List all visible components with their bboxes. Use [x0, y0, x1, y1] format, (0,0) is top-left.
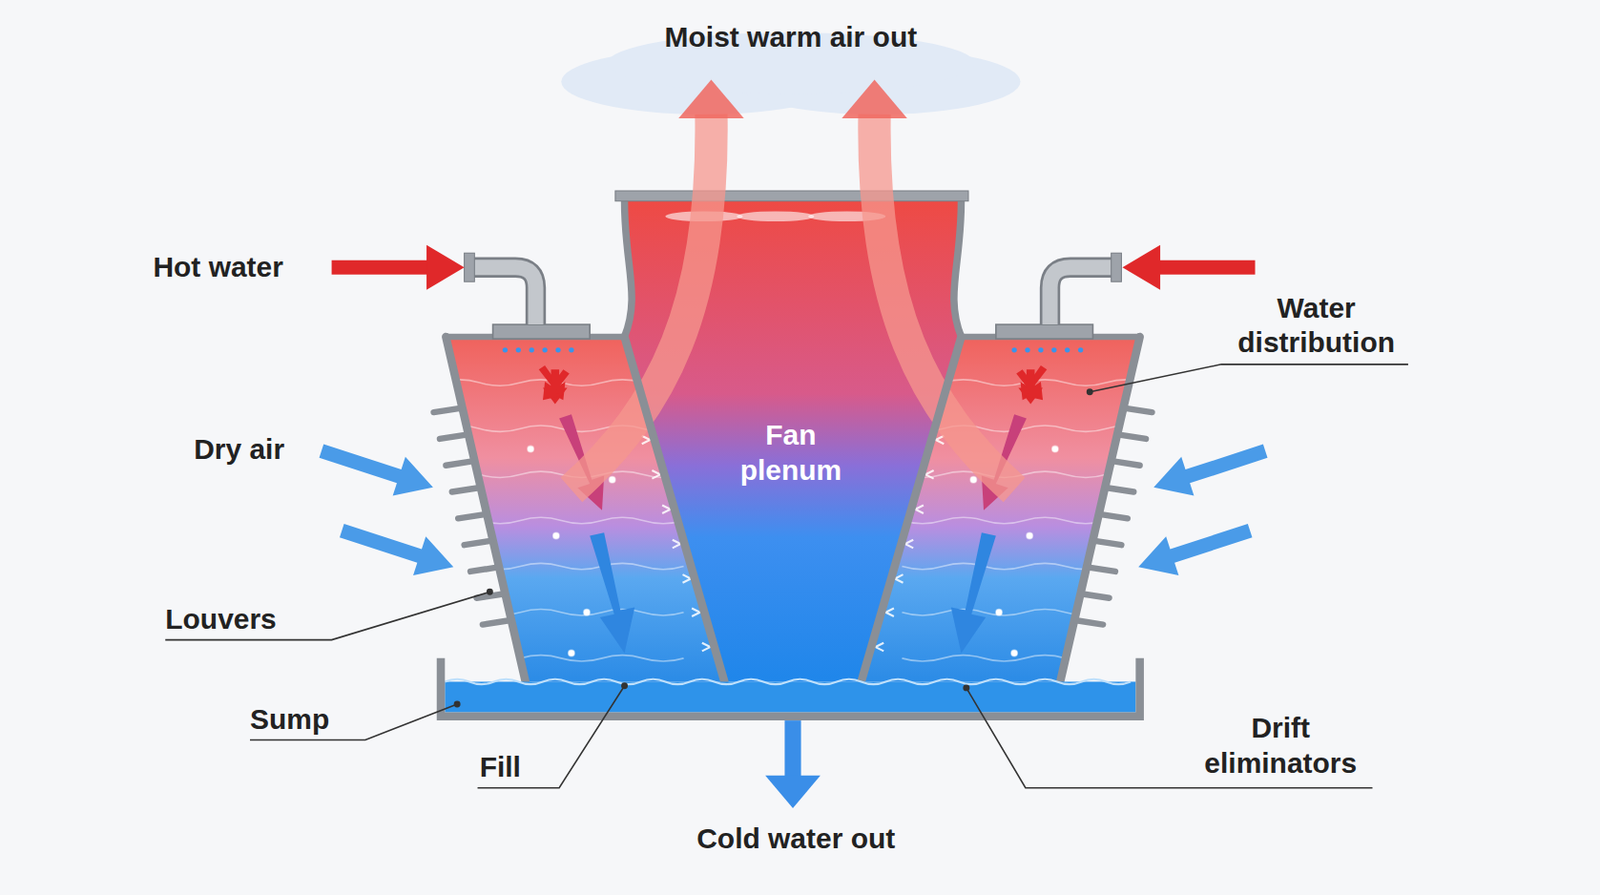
part-label: Moist warm air out: [571, 20, 1011, 55]
part-label: Dry air: [193, 432, 316, 467]
part-label: Hot water: [152, 249, 327, 285]
tower-sides: [841, 79, 1152, 682]
fan-plenum: [954, 201, 962, 337]
leader-lines: [454, 701, 459, 707]
hot-water-arrows: [332, 245, 1256, 291]
tower-sides: [434, 79, 1153, 682]
leader-lines: [622, 683, 627, 688]
dry-air-arrows: [1132, 511, 1257, 587]
dry-air-arrows: [1147, 431, 1272, 507]
sump: [440, 658, 1141, 717]
leader-lines: [1089, 364, 1409, 393]
sump: [444, 681, 1136, 712]
part-label: Sump: [249, 702, 363, 737]
fan-plenum: [615, 190, 969, 202]
leader-lines: [165, 591, 490, 640]
part-label: Water distribution: [1208, 290, 1424, 361]
leader-lines: [477, 685, 625, 789]
leader-lines: [963, 685, 969, 690]
part-label: Fill: [479, 749, 552, 785]
hot-water-arrows: [426, 245, 465, 291]
sump: [440, 658, 1141, 717]
hot-water-arrows: [1122, 245, 1161, 291]
hot-water-arrows: [332, 260, 430, 275]
part-label: Louvers: [165, 602, 339, 637]
part-label: Cold water out: [591, 821, 1000, 856]
part-label: Fan plenum: [714, 418, 868, 489]
hot-water-arrows: [1158, 260, 1256, 275]
fan-plenum: [624, 201, 633, 337]
leader-lines: [1087, 389, 1093, 395]
tower-sides: [434, 79, 745, 682]
fan-plenum: [736, 210, 814, 222]
sump: [444, 679, 1131, 685]
leader-lines: [165, 364, 1409, 789]
cold-water-arrow: [784, 720, 801, 778]
cold-water-arrow: [765, 720, 821, 809]
dry-air-arrows: [314, 431, 439, 507]
leader-lines: [487, 589, 493, 595]
cold-water-arrow: [765, 775, 821, 809]
dry-air-arrows: [335, 511, 460, 587]
part-label: Drift eliminators: [1173, 710, 1389, 781]
